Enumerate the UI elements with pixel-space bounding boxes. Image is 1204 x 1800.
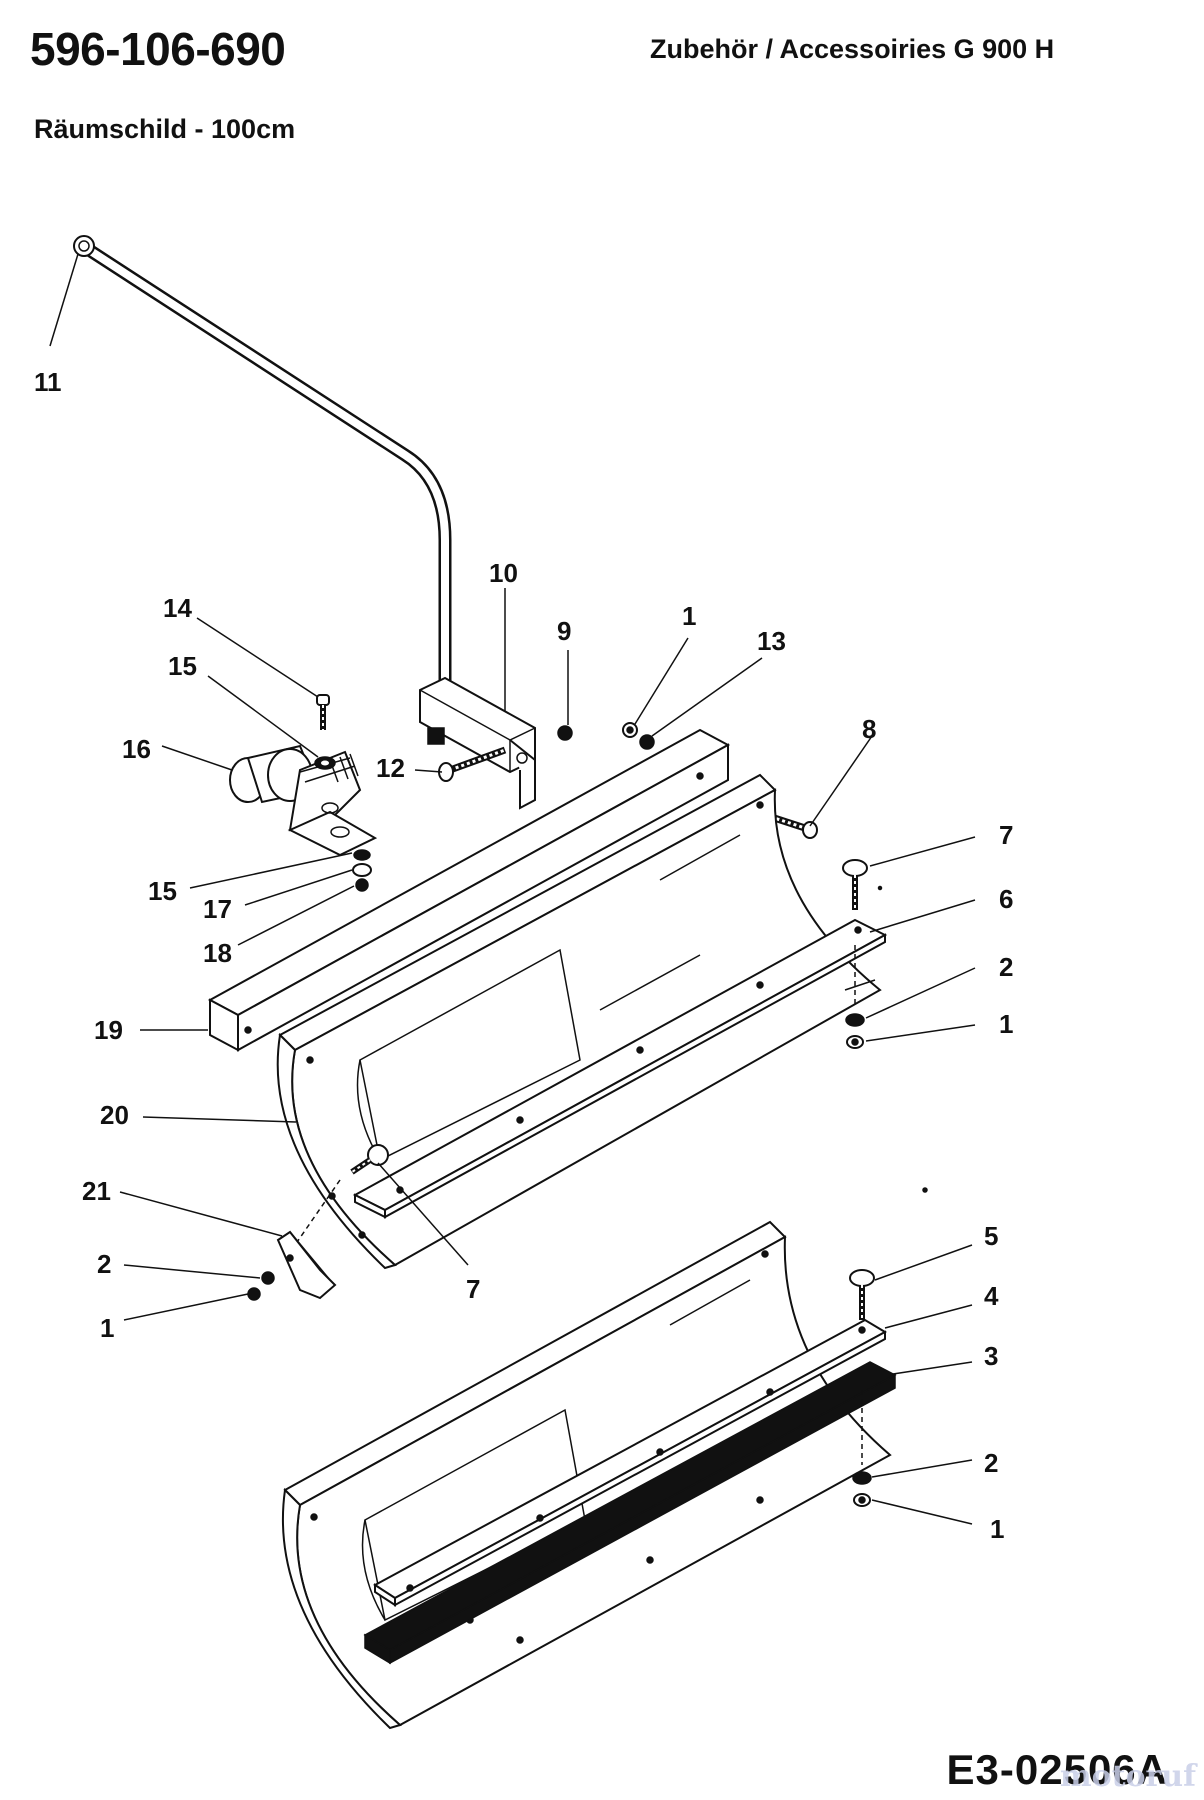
rubber-strip-3	[363, 1361, 897, 1665]
rod-end-cap	[73, 235, 95, 257]
nut-1-top	[639, 734, 655, 750]
nut-9	[557, 725, 573, 741]
callout-15-lower: 15	[148, 876, 177, 906]
washer-15-lower	[353, 849, 371, 861]
callout-10: 10	[489, 558, 518, 588]
callout-7-upper: 7	[999, 820, 1013, 850]
callout-1-upper: 1	[999, 1009, 1013, 1039]
callout-12: 12	[376, 753, 405, 783]
callout-1-top: 1	[682, 601, 696, 631]
callout-16: 16	[122, 734, 151, 764]
carriage-bolt-7-upper	[842, 859, 868, 1005]
carriage-bolt-5	[849, 1269, 875, 1465]
handle-rod	[73, 235, 452, 687]
callout-20: 20	[100, 1100, 129, 1130]
subtitle: Räumschild - 100cm	[34, 114, 296, 144]
section-title: Zubehör / Accessoiries G 900 H	[650, 34, 1055, 64]
callout-3: 3	[984, 1341, 998, 1371]
callout-2-lower: 2	[984, 1448, 998, 1478]
callout-2-upper: 2	[999, 952, 1013, 982]
callout-17: 17	[203, 894, 232, 924]
washer-2-skid	[261, 1271, 275, 1285]
bolt-12	[438, 746, 507, 782]
callout-1-lower: 1	[990, 1514, 1004, 1544]
callout-18: 18	[203, 938, 232, 968]
callout-4: 4	[984, 1281, 999, 1311]
washer-2-lower	[852, 1471, 872, 1485]
rod-bracket	[419, 676, 536, 810]
callout-1-skid: 1	[100, 1313, 114, 1343]
nut-1-skid	[247, 1287, 261, 1301]
callout-6: 6	[999, 884, 1013, 914]
callout-14: 14	[163, 593, 192, 623]
callout-21: 21	[82, 1176, 111, 1206]
upper-blade	[276, 773, 882, 1270]
washer-2-upper	[845, 1013, 865, 1027]
mounting-beam	[207, 728, 731, 1052]
nut-18	[355, 878, 369, 892]
callout-19: 19	[94, 1015, 123, 1045]
part-number: 596-106-690	[30, 23, 286, 75]
bolt-14	[316, 694, 330, 730]
drawing-code: E3-02506A	[946, 1746, 1168, 1793]
callout-15-upper: 15	[168, 651, 197, 681]
wear-strip-4	[373, 1318, 888, 1607]
wear-strip-6	[352, 918, 888, 1219]
callout-2-skid: 2	[97, 1249, 111, 1279]
leader-lines	[49, 253, 976, 1525]
callout-labels: 11 10 9 1 13 14 15 16 12 8 7 6 15 17 18 …	[34, 367, 1013, 1544]
callout-5: 5	[984, 1221, 998, 1251]
watermark-logo: motoruf	[1059, 1759, 1196, 1794]
lock-washer-17	[352, 863, 372, 877]
skid-21	[276, 1230, 337, 1300]
callout-8: 8	[862, 714, 876, 744]
callout-13: 13	[757, 626, 786, 656]
callout-7-lower: 7	[466, 1274, 480, 1304]
callout-11: 11	[34, 367, 62, 397]
callout-9: 9	[557, 616, 571, 646]
swivel-mount	[229, 744, 378, 857]
carriage-bolt-7-lower	[294, 1144, 389, 1246]
